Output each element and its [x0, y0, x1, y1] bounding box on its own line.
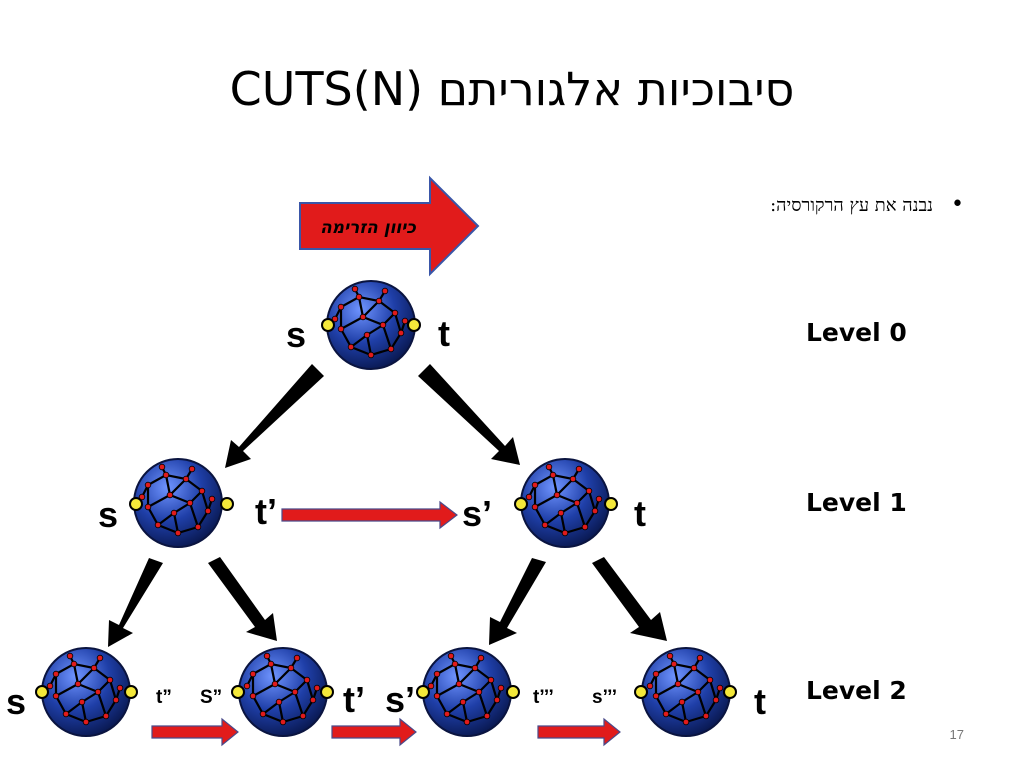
flow-arrow — [537, 717, 621, 747]
network-node-l1-right — [514, 457, 618, 549]
bullet-dot: • — [951, 192, 964, 217]
root-sink-label: t — [438, 313, 450, 354]
l2-a-source-label: s — [6, 681, 27, 722]
l2-b-sink-label: t’ — [343, 679, 365, 720]
l1-left-sink-label: t’ — [255, 491, 277, 532]
flow-arrow — [281, 500, 458, 530]
flow-arrow — [331, 717, 417, 747]
level-0-label: Level 0 — [806, 318, 907, 347]
network-node-l2-d — [634, 646, 737, 738]
flow-arrow — [151, 717, 239, 747]
l2-d-source-label: s’’’ — [592, 687, 617, 708]
l1-right-sink-label: t — [634, 493, 646, 534]
l2-b-source-label: S” — [200, 687, 223, 708]
tree-arrow — [225, 364, 324, 468]
l2-d-sink-label: t — [754, 681, 766, 722]
page-number: 17 — [949, 727, 964, 742]
tree-arrow — [592, 557, 667, 641]
flow-direction-label: כיוון הזרימה — [320, 218, 416, 238]
flow-direction-arrow: כיוון הזרימה — [299, 175, 480, 277]
l2-c-source-label: s’ — [385, 679, 416, 720]
network-node-l1-left — [129, 457, 234, 549]
l1-right-source-label: s’ — [462, 493, 493, 534]
level-2-label: Level 2 — [806, 676, 907, 705]
network-node-l2-a — [35, 646, 138, 738]
network-node-l2-b — [231, 646, 334, 738]
l2-c-sink-label: t’’’ — [533, 687, 554, 708]
bullet-text-row: • נבנה את עץ הרקורסיה: — [770, 192, 964, 217]
level-1-label: Level 1 — [806, 488, 907, 517]
network-node-l2-c — [416, 646, 520, 738]
l2-a-sink-label: t” — [156, 687, 172, 708]
root-source-label: s — [286, 314, 307, 355]
bullet-text: נבנה את עץ הרקורסיה: — [770, 195, 934, 216]
network-node-root — [321, 279, 421, 371]
tree-arrow — [489, 558, 546, 645]
tree-arrow — [418, 364, 520, 465]
tree-arrow — [208, 557, 277, 641]
tree-arrows — [108, 364, 667, 647]
l1-left-source-label: s — [98, 494, 119, 535]
flow-arrows — [151, 500, 621, 747]
slide-title: סיבוכיות אלגוריתם CUTS(N) — [229, 62, 795, 116]
tree-arrow — [108, 558, 163, 647]
